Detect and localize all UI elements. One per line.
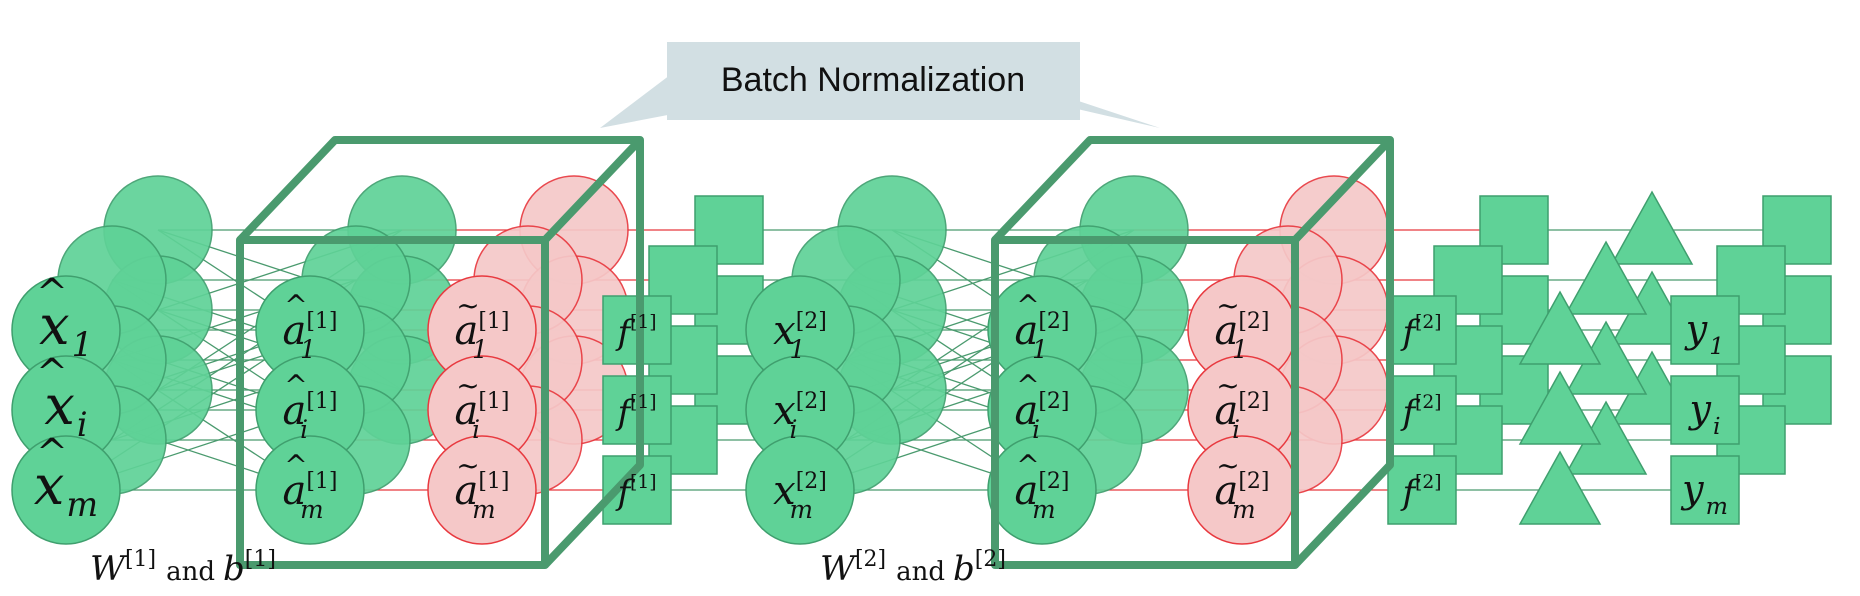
a1-node <box>255 435 365 545</box>
x2-label: x[2]1 <box>773 308 827 364</box>
input-label: xm <box>34 454 98 524</box>
w2-superscript: [2] <box>855 547 886 572</box>
a-hat-2-label-base: a <box>1014 468 1038 514</box>
a-tilde-2-label: a[2]i <box>1214 388 1269 444</box>
a-hat-1-label-base: a <box>282 388 306 434</box>
a-tilde-1-label: a[1]1 <box>454 308 509 364</box>
x2-label-base: x <box>773 308 796 354</box>
w1-superscript: [1] <box>125 547 156 572</box>
a-tilde-2-label-base: a <box>1214 308 1238 354</box>
input-label-accent: ^ <box>36 270 68 314</box>
f2-node <box>1387 455 1457 525</box>
a-tilde-1-label: a[1]m <box>454 468 509 524</box>
a-hat-1-label: a[1]i <box>282 388 337 444</box>
b1-symbol: b <box>223 549 245 589</box>
a-hat-2-label: a[2]i <box>1014 388 1069 444</box>
a-tilde-1-label-base: a <box>454 308 478 354</box>
a-tilde-2-label: a[2]m <box>1214 468 1269 524</box>
y-node <box>1670 295 1740 365</box>
b1-superscript: [1] <box>245 547 276 572</box>
a-tilde-2-label-accent: ~ <box>1216 289 1239 322</box>
f2-node <box>1387 295 1457 365</box>
output-label: ym <box>1680 467 1728 520</box>
a-hat-2-label-base: a <box>1014 388 1038 434</box>
tri-node <box>1564 240 1648 315</box>
x2-label-base: x <box>773 468 796 514</box>
a-hat-2-label-accent: ^ <box>1016 369 1039 402</box>
a-hat-1-label-accent: ^ <box>284 449 307 482</box>
b2-superscript: [2] <box>975 547 1006 572</box>
a-hat-1-label-accent: ^ <box>284 369 307 402</box>
input-label-accent: ^ <box>36 430 68 474</box>
batch-norm-box-layer1 <box>236 136 644 569</box>
input-label: x1 <box>39 294 93 364</box>
w1-symbol: W <box>90 549 128 589</box>
output-label-base: y <box>1680 467 1704 511</box>
a-tilde-2-label-base: a <box>1214 388 1238 434</box>
output-label-base: y <box>1684 307 1708 351</box>
node-labels: x1^xi^xm^a[1]1^a[1]i^a[1]m^a[1]1~a[1]i~a… <box>34 270 1728 524</box>
input-label-base: x <box>34 454 64 517</box>
t1-node <box>427 435 537 545</box>
a-hat-2-label-accent: ^ <box>1016 289 1039 322</box>
y-node <box>1670 375 1740 445</box>
x2-node <box>745 435 855 545</box>
w1-and: and <box>166 557 215 587</box>
output-label: yi <box>1688 387 1721 440</box>
a-hat-1-label-accent: ^ <box>284 289 307 322</box>
output-label-base: y <box>1688 387 1712 431</box>
a-tilde-2-label-base: a <box>1214 468 1238 514</box>
batch-norm-boxes <box>236 136 1394 569</box>
a-tilde-1-label-base: a <box>454 388 478 434</box>
input-label-base: x <box>44 374 74 437</box>
tri-node <box>1518 290 1602 365</box>
a-tilde-2-label: a[2]1 <box>1214 308 1269 364</box>
a-tilde-1-label-base: a <box>454 468 478 514</box>
a-tilde-2-label-accent: ~ <box>1216 369 1239 402</box>
a-hat-1-label-base: a <box>282 468 306 514</box>
b2-symbol: b <box>953 549 975 589</box>
a-hat-2-label-accent: ^ <box>1016 449 1039 482</box>
tri-node <box>1610 190 1694 265</box>
batch-normalization-callout: Batch Normalization <box>600 42 1160 128</box>
a-hat-2-label: a[2]1 <box>1014 308 1069 364</box>
a-hat-2-label-base: a <box>1014 308 1038 354</box>
callout-box <box>667 42 1080 120</box>
a-tilde-1-label-accent: ~ <box>456 289 479 322</box>
x2-label: x[2]m <box>773 468 827 524</box>
tri-node <box>1518 450 1602 525</box>
a2-node <box>987 435 1097 545</box>
a-tilde-2-label-accent: ~ <box>1216 449 1239 482</box>
output-label: y1 <box>1684 307 1724 360</box>
batch-norm-box-layer2 <box>991 136 1394 569</box>
callout-text: Batch Normalization <box>721 61 1025 99</box>
in-node <box>11 435 121 545</box>
input-label-base: x <box>39 294 69 357</box>
a-hat-1-label: a[1]m <box>282 468 337 524</box>
w2-symbol: W <box>820 549 858 589</box>
a-tilde-1-label: a[1]i <box>454 388 509 444</box>
a-hat-1-label: a[1]1 <box>282 308 337 364</box>
y-node <box>1670 455 1740 525</box>
x2-label-base: x <box>773 388 796 434</box>
tri-node <box>1518 370 1602 445</box>
input-label: xi <box>44 374 87 444</box>
a-hat-1-label-base: a <box>282 308 306 354</box>
input-label-accent: ^ <box>36 350 68 394</box>
a-hat-2-label: a[2]m <box>1014 468 1069 524</box>
network-nodes <box>11 175 1832 545</box>
w2-and: and <box>896 557 945 587</box>
x2-label: x[2]i <box>773 388 827 444</box>
a-tilde-1-label-accent: ~ <box>456 449 479 482</box>
a-tilde-1-label-accent: ~ <box>456 369 479 402</box>
